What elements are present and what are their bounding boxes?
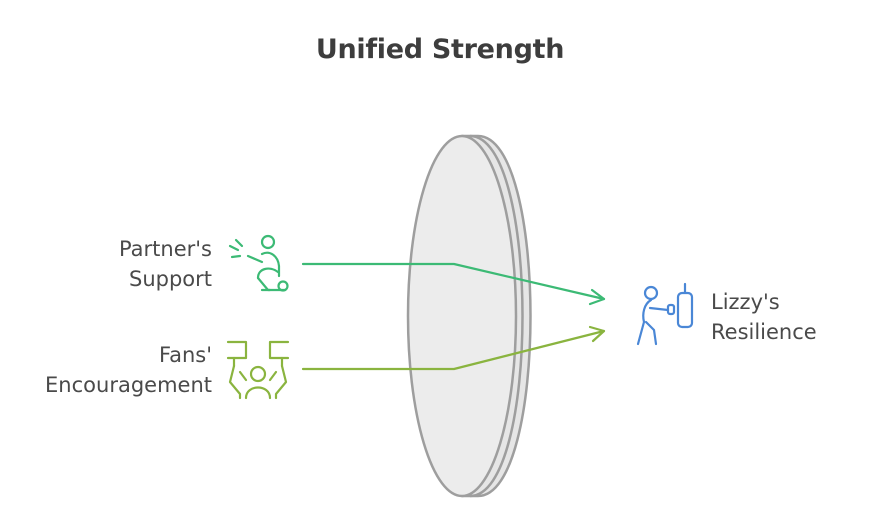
lens [406, 134, 532, 498]
fans-encouragement-label: Fans' Encouragement [10, 340, 212, 400]
diagram-title: Unified Strength [315, 34, 565, 65]
boxer-punching-bag-icon [636, 282, 694, 346]
lens-face [406, 134, 518, 498]
arrow-partner-support [301, 262, 606, 306]
lens-rim-edge [469, 134, 524, 498]
partner-support-label-line2: Support [128, 267, 212, 291]
lizzy-resilience-label: Lizzy's Resilience [711, 287, 871, 347]
partner-support-label-line1: Partner's [118, 237, 212, 261]
partner-support-icon [228, 234, 289, 292]
lizzy-resilience-label-line2: Resilience [711, 320, 817, 344]
arrow-fans-encouragement [301, 325, 606, 371]
lizzy-resilience-label-line1: Lizzy's [711, 290, 780, 314]
fans-encouragement-label-line2: Encouragement [45, 373, 212, 397]
partner-support-label: Partner's Support [20, 234, 212, 294]
cheering-fans-icon [226, 340, 290, 400]
fans-encouragement-label-line1: Fans' [158, 343, 212, 367]
